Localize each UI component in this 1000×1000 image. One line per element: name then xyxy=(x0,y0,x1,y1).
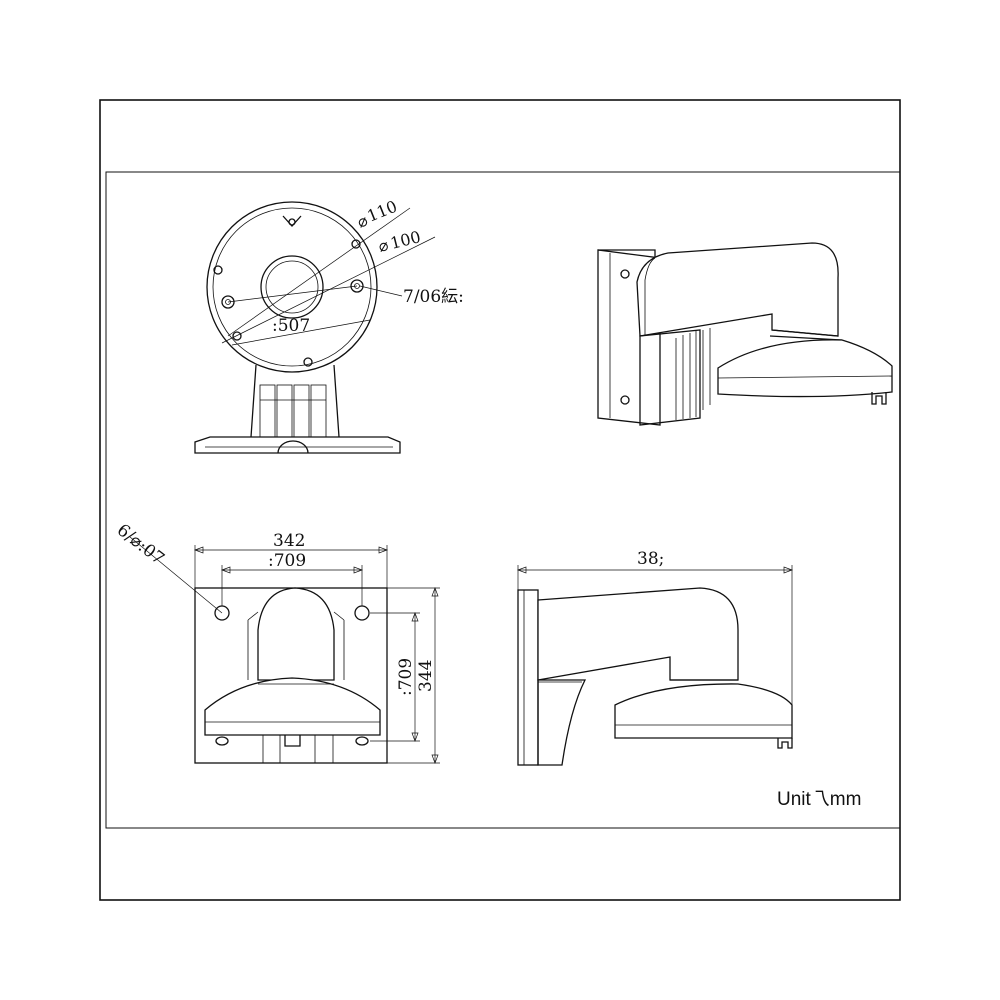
inner-frame xyxy=(105,171,901,829)
bolt-circle-label: :507 xyxy=(272,316,310,336)
unit-label: Unit乁mm xyxy=(777,789,861,810)
screw-callout-label: 6/⌀:07 xyxy=(113,520,168,569)
side-view: 38; xyxy=(517,549,793,766)
dia-inner-label: 100 xyxy=(388,227,422,253)
perspective-view xyxy=(597,242,893,426)
hole-callout-label: 7/06紜: xyxy=(403,287,464,307)
overall-depth-label: 38; xyxy=(637,549,664,569)
hole-spacing-v-label: :709 xyxy=(396,658,416,696)
front-view: 6/⌀:07 342 :709 :709 344 xyxy=(113,520,440,764)
hole-spacing-h-label: :709 xyxy=(268,551,306,571)
overall-width-label: 342 xyxy=(273,531,305,551)
overall-height-label: 344 xyxy=(416,660,436,692)
top-view: 110 ⌀ 100 ⌀ 7/06紜: :507 xyxy=(194,197,464,454)
outer-frame xyxy=(99,99,901,901)
dia-outer-label: 110 xyxy=(364,197,399,226)
